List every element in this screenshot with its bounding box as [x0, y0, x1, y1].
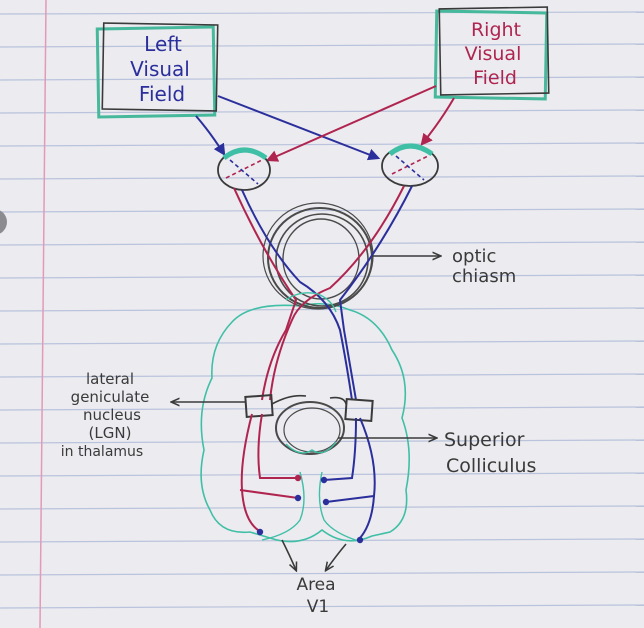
right-field-line-2: Visual	[465, 43, 522, 65]
lgn-label-3: nucleus	[83, 406, 141, 424]
binder-hole	[0, 210, 7, 234]
superior-colliculus-label-1: Superior	[444, 429, 525, 451]
superior-colliculus-label-2: Colliculus	[446, 455, 536, 477]
margin-line	[39, 0, 47, 628]
v1-arrows	[281, 539, 347, 570]
lgn-label-1: lateral	[86, 370, 134, 388]
lgn-label-4: (LGN)	[89, 424, 132, 442]
left-field-to-right-eye-arrow	[217, 95, 381, 161]
right-field-line-3: Field	[473, 67, 517, 89]
optic-chiasm-label-1: optic	[452, 246, 496, 267]
lgn-label-2: geniculate	[71, 388, 150, 406]
left-field-line-1: Left	[144, 32, 182, 56]
brain-outline	[200, 302, 410, 543]
right-visual-field-box: Right Visual Field	[433, 6, 550, 101]
right-field-to-right-eye-arrow	[420, 97, 455, 146]
superior-colliculus-shape	[275, 401, 345, 455]
label-arrows	[172, 256, 440, 438]
lgn-left-box	[244, 394, 274, 418]
area-v1-label-2: V1	[307, 597, 329, 617]
structure-labels: optic chiasm lateral geniculate nucleus …	[61, 246, 537, 617]
left-field-line-2: Visual	[130, 57, 190, 81]
lgn-connector	[271, 394, 347, 405]
left-visual-field-box: Left Visual Field	[95, 22, 219, 119]
area-v1-label-1: Area	[296, 575, 335, 595]
left-field-to-left-eye-arrow	[195, 115, 226, 157]
synapse-dots	[256, 474, 364, 544]
lgn-right-box	[344, 398, 374, 422]
lgn-label-5: in thalamus	[61, 444, 143, 460]
left-eye	[217, 147, 271, 191]
optic-pathways	[233, 185, 413, 401]
right-field-to-left-eye-arrow	[265, 85, 437, 162]
optic-chiasm-label-2: chiasm	[452, 266, 516, 287]
right-field-line-1: Right	[471, 19, 521, 41]
left-field-line-3: Field	[139, 82, 185, 106]
field-to-eye-arrows	[195, 85, 455, 162]
right-eye	[381, 143, 439, 187]
lgn-to-v1-pathways	[239, 413, 376, 543]
